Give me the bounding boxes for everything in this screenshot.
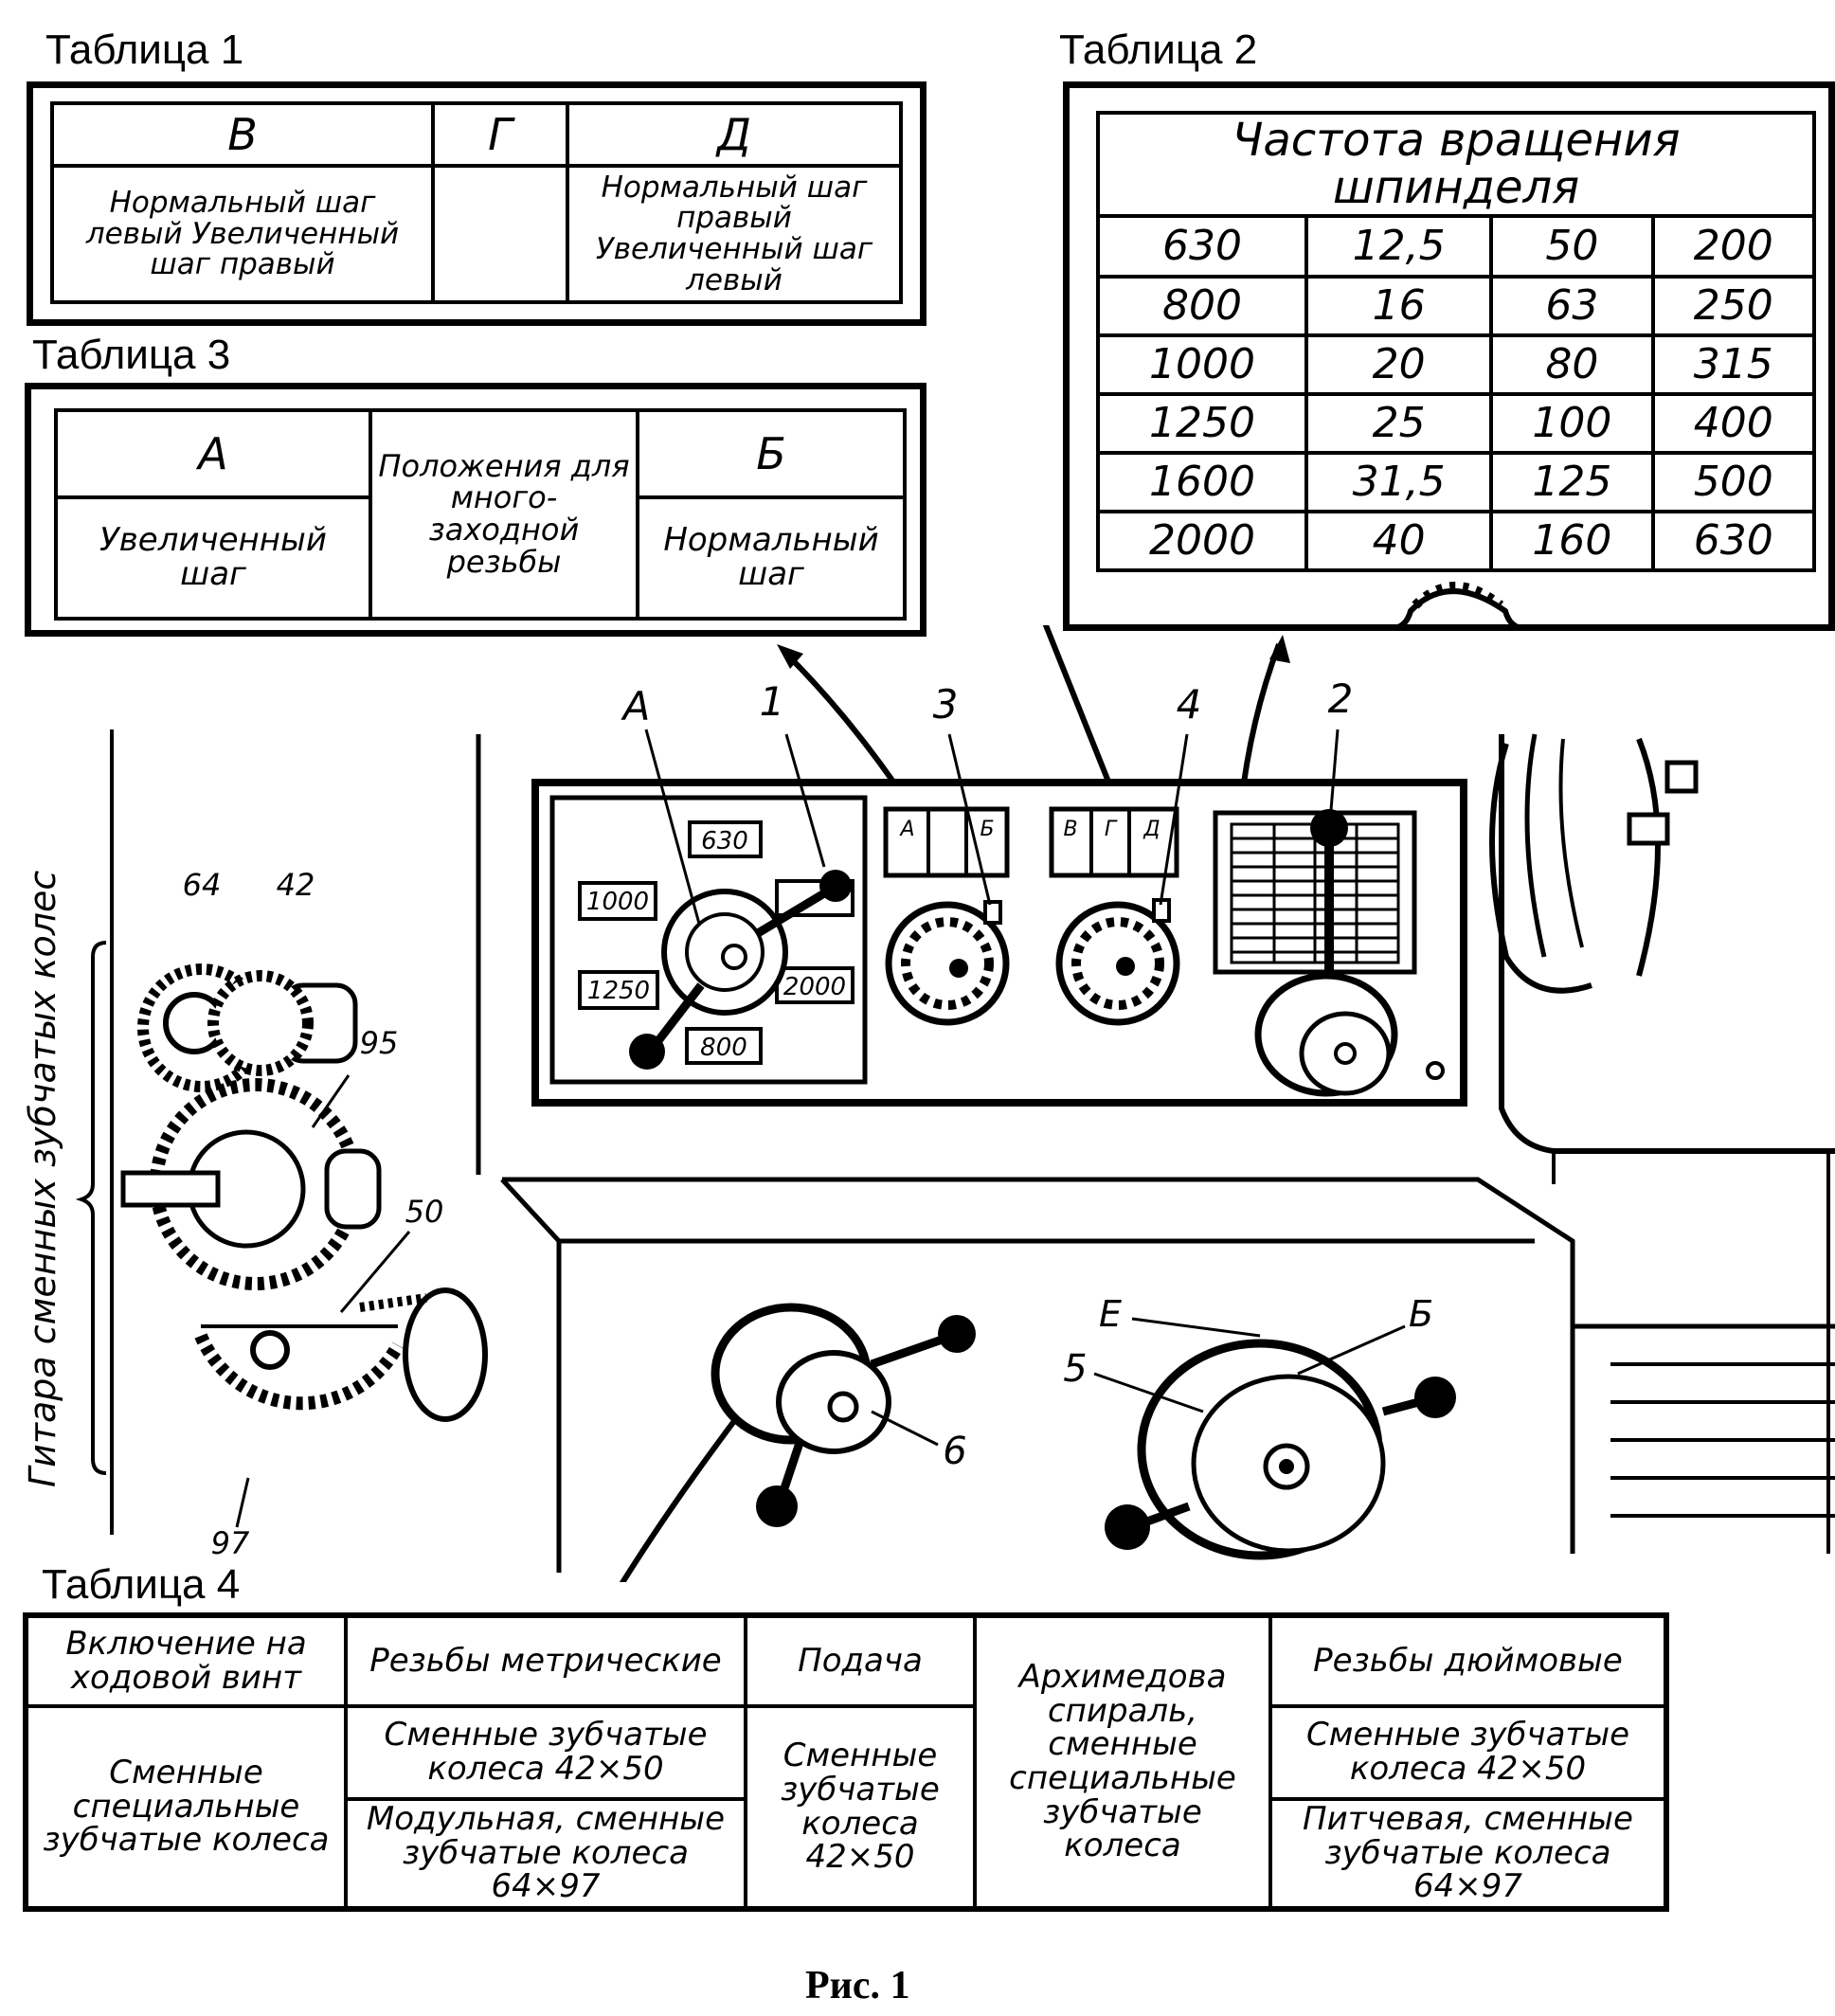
- table1-header-v: В: [50, 101, 435, 168]
- table4-header-leadscrew: Включение на ходовой винт: [24, 1613, 348, 1708]
- arrow-to-table1: [1042, 625, 1121, 807]
- table4-header-inch: Резьбы дюймовые: [1268, 1613, 1668, 1708]
- table1-frame: В Г Д Нормальный шаг левый Увеличенный ш…: [27, 81, 926, 326]
- dial-800: 800: [700, 1034, 747, 1062]
- table2-cell: 40: [1304, 509, 1494, 572]
- table2-cell: 1000: [1095, 333, 1309, 396]
- lever-2: [1213, 809, 1445, 1097]
- table2-cell: 50: [1489, 213, 1655, 279]
- table4-caption: Таблица 4: [42, 1561, 241, 1608]
- table2-cell: 12,5: [1304, 213, 1494, 279]
- gear-train-label: Гитара сменных зубчатых колес: [22, 871, 63, 1487]
- tab-b: Б: [980, 818, 994, 841]
- table1-cell-g: [431, 164, 569, 304]
- tab-a: А: [898, 818, 914, 841]
- table2-cell: 63: [1489, 274, 1655, 337]
- table2-frame: Частота вращения шпинделя 630 12,5 50 20…: [1063, 81, 1835, 631]
- callout-E: Е: [1099, 1293, 1122, 1335]
- dial-2000: 2000: [783, 973, 846, 1001]
- chuck: [1489, 733, 1699, 994]
- table2-cell: 125: [1489, 450, 1655, 513]
- callout-6: 6: [943, 1430, 966, 1473]
- gear-number-95: 95: [360, 1025, 399, 1061]
- table2-cell: 31,5: [1304, 450, 1494, 513]
- table2-cell: 630: [1095, 213, 1309, 279]
- table2-cell: 2000: [1095, 509, 1309, 572]
- table3-caption: Таблица 3: [32, 332, 231, 378]
- gear-train: [75, 729, 488, 1535]
- table2-cell: 80: [1489, 333, 1655, 396]
- tab-v: В: [1063, 818, 1077, 841]
- callout-4: 4: [1177, 681, 1202, 728]
- table1-header-d: Д: [566, 101, 903, 168]
- table1: В Г Д Нормальный шаг левый Увеличенный ш…: [50, 101, 903, 304]
- table1-header-g: Г: [431, 101, 569, 168]
- table2-cell: 200: [1650, 213, 1817, 279]
- apron: [502, 1177, 1835, 1329]
- callout-A: А: [621, 683, 651, 729]
- table1-caption: Таблица 1: [45, 27, 244, 73]
- callout-2: 2: [1328, 675, 1354, 722]
- knob-4: В Г Д: [1049, 806, 1180, 1026]
- table2: Частота вращения шпинделя 630 12,5 50 20…: [1095, 111, 1817, 572]
- table2-caption: Таблица 2: [1059, 27, 1258, 73]
- table2-header: Частота вращения шпинделя: [1096, 111, 1816, 218]
- table2-cell: 160: [1489, 509, 1655, 572]
- callout-1: 1: [760, 678, 785, 725]
- table3-header-b: Б: [636, 408, 907, 499]
- table4-inch-2: Питчевая, сменные зубчатые колеса 64×97: [1268, 1796, 1668, 1912]
- callout-5: 5: [1063, 1347, 1087, 1391]
- dial-1000: 1000: [586, 888, 649, 916]
- table2-cell: 1250: [1095, 391, 1309, 455]
- table3-middle: Положения для много-заходной резьбы: [369, 408, 639, 621]
- table2-cell: 250: [1650, 274, 1817, 337]
- tab-d: Д: [1142, 818, 1160, 841]
- lathe-diagram: 630 1000 1250 2000 800 А Б В Г Д: [22, 625, 1835, 1582]
- tab-g: Г: [1105, 818, 1118, 841]
- gear-number-64: 64: [183, 867, 222, 903]
- table1-cell-v: Нормальный шаг левый Увеличенный шаг пра…: [50, 164, 435, 304]
- table4-metric-1: Сменные зубчатые колеса 42×50: [344, 1704, 747, 1801]
- table4-metric-2: Модульная, сменные зубчатые колеса 64×97: [344, 1796, 747, 1912]
- table2-cell: 100: [1489, 391, 1655, 455]
- table2-cell: 400: [1650, 391, 1817, 455]
- table4: Включение на ходовой винт Резьбы метриче…: [23, 1612, 1669, 1913]
- table4-inch-1: Сменные зубчатые колеса 42×50: [1268, 1704, 1668, 1801]
- table3-frame: А Положения для много-заходной резьбы Б …: [25, 383, 926, 637]
- spindle-dial: 630 1000 1250 2000 800: [578, 820, 855, 1070]
- table2-cell: 315: [1650, 333, 1817, 396]
- callout-3: 3: [933, 681, 959, 728]
- table2-cell: 16: [1304, 274, 1494, 337]
- table3-cell-b: Нормальный шаг: [636, 495, 907, 621]
- handwheel-5: [1105, 1339, 1456, 1560]
- table3: А Положения для много-заходной резьбы Б …: [54, 408, 907, 621]
- table2-cell: 500: [1650, 450, 1817, 513]
- dial-1250: 1250: [587, 977, 650, 1005]
- callout-B: Б: [1409, 1293, 1433, 1335]
- table2-notch: [1316, 582, 1600, 631]
- table2-cell: 630: [1650, 509, 1817, 572]
- figure-caption: Рис. 1: [805, 1964, 910, 2007]
- table2-cell: 1600: [1095, 450, 1309, 513]
- table3-cell-a: Увеличенный шаг: [54, 495, 372, 621]
- table4-col1: Сменные специальные зубчатые колеса: [24, 1703, 348, 1912]
- table4-feed: Сменные зубчатые колеса 42×50: [744, 1703, 977, 1912]
- dial-630: 630: [701, 827, 748, 855]
- table4-header-archimedean: Архимедова спираль, сменные специальные …: [973, 1612, 1272, 1912]
- gear-number-50: 50: [405, 1194, 444, 1230]
- table1-cell-d: Нормальный шаг правый Увеличенный шаг ле…: [566, 164, 903, 304]
- gear-number-42: 42: [277, 867, 315, 903]
- table4-header-metric: Резьбы метрические: [344, 1613, 747, 1708]
- gear-number-97: 97: [211, 1525, 250, 1561]
- table2-cell: 25: [1304, 391, 1494, 455]
- table2-cell: 800: [1095, 274, 1309, 337]
- table4-header-feed: Подача: [744, 1613, 977, 1708]
- arrow-to-table4: [619, 1419, 737, 1582]
- handwheel-6: [711, 1303, 976, 1527]
- table2-cell: 20: [1304, 333, 1494, 396]
- knob-3: А Б: [883, 806, 1010, 1026]
- table3-header-a: А: [54, 408, 372, 499]
